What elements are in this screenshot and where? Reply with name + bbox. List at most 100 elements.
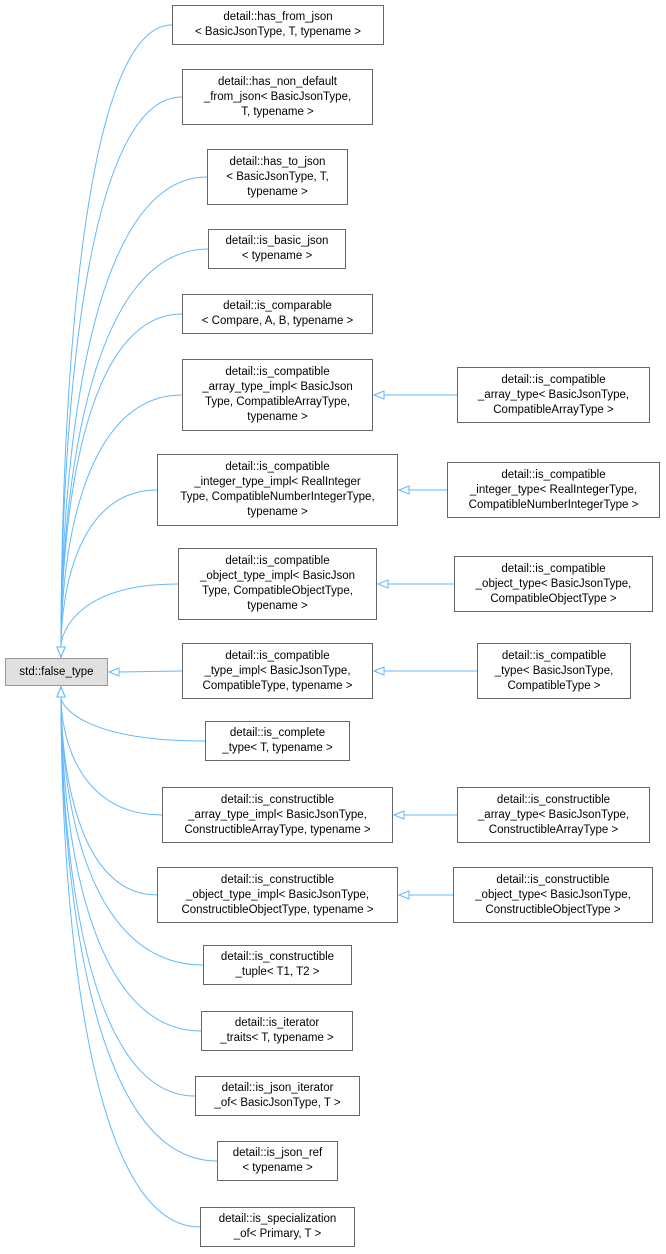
edge-arrowhead (397, 890, 410, 900)
edge-arrowhead (372, 666, 385, 676)
inheritance-edge (60, 696, 202, 1032)
node-label-line: _object_type< BasicJsonType, (475, 577, 632, 590)
edge-arrowhead (376, 579, 389, 589)
node-label-line: detail::is_compatible (501, 373, 606, 386)
node-label-line: _array_type< BasicJsonType, (477, 808, 630, 821)
node-is-compatible-integer-type[interactable]: detail::is_compatible _integer_type< Rea… (447, 462, 660, 518)
node-label-line: detail::is_iterator (234, 1017, 320, 1029)
node-std-false-type[interactable]: std::false_type (5, 658, 108, 686)
node-is-constructible-array-type[interactable]: detail::is_constructible _array_type< Ba… (457, 787, 650, 843)
node-is-compatible-object-type-impl[interactable]: detail::is_compatible _object_type_impl<… (178, 548, 377, 620)
node-label-line: < typename > (242, 1162, 313, 1174)
node-has-to-json[interactable]: detail::has_to_json < BasicJsonType, T, … (207, 149, 348, 205)
node-is-specialization-of[interactable]: detail::is_specialization _of< Primary, … (200, 1207, 355, 1247)
edge-arrowhead (56, 685, 66, 698)
node-label-line: CompatibleType > (507, 679, 601, 692)
inheritance-edge (60, 24, 173, 648)
node-label-line: _integer_type< RealIntegerType, (469, 483, 638, 496)
edge-arrowhead (397, 485, 410, 495)
node-label-line: < BasicJsonType, T, (226, 170, 329, 183)
inheritance-edge (60, 696, 201, 1228)
node-label-line: detail::is_compatible (225, 555, 330, 567)
node-label-line: Type, CompatibleArrayType, (204, 396, 351, 408)
inheritance-edge (60, 394, 183, 648)
node-label-line: CompatibleNumberIntegerType > (468, 498, 639, 511)
inheritance-edge (60, 96, 183, 648)
node-is-comparable[interactable]: detail::is_comparable < Compare, A, B, t… (182, 294, 373, 334)
node-label-line: _type< BasicJsonType, (494, 664, 614, 677)
node-label-line: _object_type_impl< BasicJson (199, 570, 356, 582)
node-label-line: _array_type_impl< BasicJson (202, 381, 353, 393)
node-is-compatible-array-type[interactable]: detail::is_compatible _array_type< Basic… (457, 367, 650, 423)
node-is-constructible-array-type-impl[interactable]: detail::is_constructible _array_type_imp… (162, 787, 393, 843)
node-label-line: ConstructibleArrayType > (488, 823, 619, 836)
inheritance-edge (60, 489, 158, 648)
node-label-line: _type_impl< BasicJsonType, (204, 664, 351, 677)
inheritance-edge (60, 696, 206, 742)
node-label-line: detail::is_compatible (225, 649, 330, 662)
node-label-line: typename > (247, 506, 308, 518)
node-label-line: ConstructibleArrayType, typename > (184, 823, 371, 836)
node-label-line: detail::has_from_json (223, 11, 333, 23)
inheritance-edge (60, 313, 183, 648)
node-label-line: ConstructibleObjectType, typename > (181, 903, 374, 916)
inheritance-edge (60, 696, 218, 1162)
node-label-line: detail::is_constructible (496, 793, 611, 806)
node-label-line: CompatibleArrayType > (493, 403, 614, 416)
node-label-line: _tuple< T1, T2 > (235, 966, 320, 978)
inheritance-edge (60, 696, 204, 966)
node-is-compatible-integer-type-impl[interactable]: detail::is_compatible _integer_type_impl… (157, 454, 398, 526)
node-is-constructible-tuple[interactable]: detail::is_constructible _tuple< T1, T2 … (203, 945, 352, 985)
node-is-constructible-object-type-impl[interactable]: detail::is_constructible _object_type_im… (157, 867, 398, 923)
node-label-line: detail::is_compatible (225, 461, 330, 473)
node-label-line: typename > (247, 600, 308, 612)
edge-arrowhead (392, 810, 405, 820)
node-label-line: detail::is_basic_json (225, 235, 329, 247)
node-label-line: _integer_type_impl< RealInteger (194, 476, 361, 488)
node-label-line: detail::is_comparable (223, 300, 332, 312)
node-label-line: _of< Primary, T > (233, 1228, 322, 1240)
node-label-line: detail::is_json_iterator (221, 1082, 334, 1094)
node-label-line: T, typename > (241, 105, 314, 118)
node-label-line: detail::is_compatible (501, 468, 606, 481)
node-is-json-ref[interactable]: detail::is_json_ref < typename > (217, 1141, 338, 1181)
node-has-non-default-from-json[interactable]: detail::has_non_default _from_json< Basi… (182, 69, 373, 125)
node-label-line: _array_type_impl< BasicJsonType, (188, 808, 367, 821)
node-label-line: < Compare, A, B, typename > (201, 315, 354, 327)
inheritance-edge (60, 696, 158, 896)
node-label-line: detail::is_compatible (501, 562, 606, 575)
edge-arrowhead (107, 667, 120, 677)
node-is-compatible-type[interactable]: detail::is_compatible _type< BasicJsonTy… (477, 643, 631, 699)
node-label-line: < BasicJsonType, T, typename > (195, 26, 361, 38)
node-label-line: CompatibleType, typename > (202, 679, 353, 692)
inheritance-edge (118, 670, 183, 673)
node-label-line: typename > (247, 185, 308, 198)
node-label-line: detail::is_compatible (501, 649, 607, 662)
inheritance-edge (60, 583, 179, 648)
node-is-complete-type[interactable]: detail::is_complete _type< T, typename > (205, 721, 350, 761)
node-label-line: _from_json< BasicJsonType, (203, 90, 352, 103)
node-label-line: _of< BasicJsonType, T > (214, 1097, 341, 1109)
node-label-line: detail::is_constructible (496, 873, 610, 886)
node-is-compatible-type-impl[interactable]: detail::is_compatible _type_impl< BasicJ… (182, 643, 373, 699)
node-has-from-json[interactable]: detail::has_from_json < BasicJsonType, T… (172, 5, 384, 45)
node-label-line: detail::is_constructible (220, 951, 335, 963)
node-label-line: Type, CompatibleNumberIntegerType, (180, 491, 375, 503)
node-label-line: Type, CompatibleObjectType, (202, 585, 353, 597)
node-is-compatible-array-type-impl[interactable]: detail::is_compatible _array_type_impl< … (182, 359, 373, 431)
node-is-compatible-object-type[interactable]: detail::is_compatible _object_type< Basi… (454, 556, 653, 612)
node-label-line: _object_type_impl< BasicJsonType, (185, 888, 370, 901)
node-label-line: detail::is_constructible (220, 873, 335, 886)
node-is-basic-json[interactable]: detail::is_basic_json < typename > (208, 229, 346, 269)
node-is-iterator-traits[interactable]: detail::is_iterator _traits< T, typename… (201, 1011, 353, 1051)
inheritance-edge (60, 176, 208, 648)
node-is-json-iterator-of[interactable]: detail::is_json_iterator _of< BasicJsonT… (195, 1076, 360, 1116)
node-label-line: _type< T, typename > (222, 742, 333, 754)
node-label-line: detail::is_specialization (218, 1213, 337, 1225)
node-label-line: detail::has_to_json (229, 155, 326, 168)
node-label-line: detail::is_constructible (220, 793, 335, 806)
node-is-constructible-object-type[interactable]: detail::is_constructible _object_type< B… (453, 867, 653, 923)
node-label-line: detail::is_compatible (225, 366, 330, 378)
